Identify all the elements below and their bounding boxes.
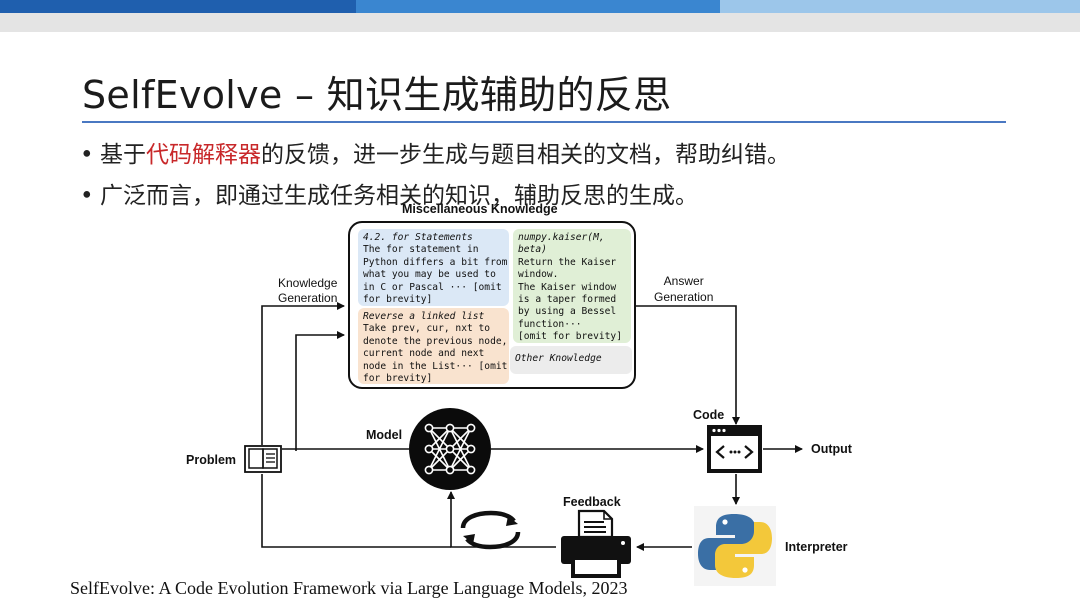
- note-line: denote the previous node,: [363, 335, 508, 347]
- label-line: Generation: [278, 291, 338, 305]
- note-line: by using a Bessel: [518, 306, 617, 318]
- note-other-knowledge: Other Knowledge: [510, 346, 632, 374]
- bullet-1-part-3: 的反馈，进一步生成与题目相关的文档，帮助纠错。: [261, 142, 790, 168]
- note-line: window.: [518, 269, 559, 281]
- title-rule: [82, 121, 1006, 123]
- note-line: Reverse a linked list: [363, 311, 485, 322]
- label-model: Model: [366, 428, 403, 442]
- note-line: node in the List··· [omit: [363, 360, 508, 372]
- python-logo-icon: [694, 506, 776, 586]
- slide-title: SelfEvolve – 知识生成辅助的反思: [82, 73, 672, 117]
- banner-light: [720, 0, 1080, 13]
- note-line: in C or Pascal ··· [omit: [363, 281, 502, 293]
- bullet-dot: •: [80, 142, 94, 168]
- note-line: [omit for brevity]: [518, 331, 622, 343]
- note-line: 4.2. for Statements: [363, 232, 473, 243]
- note-for-statements: 4.2. for Statements The for statement in…: [358, 229, 509, 306]
- note-line: function···: [518, 318, 582, 330]
- note-linked-list: Reverse a linked list Take prev, cur, nx…: [358, 308, 509, 384]
- bullet-dot: •: [80, 183, 94, 209]
- note-line: The Kaiser window: [518, 281, 617, 293]
- label-interpreter: Interpreter: [785, 540, 848, 554]
- edge-problem-to-knowledge: [295, 331, 345, 451]
- bullet-2-text: 广泛而言，即通过生成任务相关的知识，辅助反思的生成。: [100, 183, 698, 209]
- label-line: Generation: [654, 290, 714, 304]
- label-code: Code: [693, 408, 725, 422]
- note-line: Other Knowledge: [515, 353, 602, 364]
- banner-gray: [0, 13, 1080, 32]
- note-line: numpy.kaiser(M,: [518, 232, 605, 243]
- note-line: Python differs a bit from: [363, 256, 508, 268]
- edge-knowledge-generation: [261, 302, 345, 445]
- edge-answer-generation: [636, 305, 740, 425]
- label-output: Output: [811, 442, 852, 456]
- note-line: Return the Kaiser: [518, 256, 617, 268]
- label-line: Knowledge: [278, 276, 338, 290]
- knowledge-box-title: Miscellaneous Knowledge: [402, 202, 558, 216]
- book-icon: [244, 445, 282, 473]
- banner-dark: [0, 0, 356, 13]
- printer-icon: [561, 509, 631, 578]
- note-line: beta): [518, 244, 547, 256]
- note-line: for brevity]: [363, 294, 433, 306]
- top-banner: [0, 0, 1080, 32]
- banner-mid: [356, 0, 720, 13]
- neural-network-icon: [409, 408, 491, 490]
- bullet-1-part-1: 基于: [100, 142, 146, 168]
- note-line: The for statement in: [363, 244, 479, 256]
- note-line: current node and next: [363, 348, 485, 360]
- label-feedback: Feedback: [563, 495, 621, 509]
- note-line: is a taper formed: [518, 294, 617, 306]
- bullet-2: •广泛而言，即通过生成任务相关的知识，辅助反思的生成。: [80, 176, 698, 210]
- refresh-cycle-icon: [460, 510, 521, 550]
- bullet-1: •基于代码解释器的反馈，进一步生成与题目相关的文档，帮助纠错。: [80, 135, 790, 169]
- code-window-icon: [707, 425, 762, 473]
- label-answer-generation: Answer Generation: [654, 273, 713, 305]
- note-kaiser: numpy.kaiser(M, beta) Return the Kaiser …: [513, 229, 631, 343]
- note-line: Take prev, cur, nxt to: [363, 323, 491, 335]
- label-knowledge-generation: Knowledge Generation: [278, 276, 337, 306]
- bullet-1-highlight: 代码解释器: [146, 142, 261, 168]
- label-line: Answer: [663, 274, 704, 288]
- note-line: for brevity]: [363, 373, 433, 385]
- note-line: what you may be used to: [363, 269, 496, 281]
- label-problem: Problem: [186, 453, 237, 467]
- citation: SelfEvolve: A Code Evolution Framework v…: [70, 578, 628, 598]
- edge-feedback-loop: [261, 474, 451, 548]
